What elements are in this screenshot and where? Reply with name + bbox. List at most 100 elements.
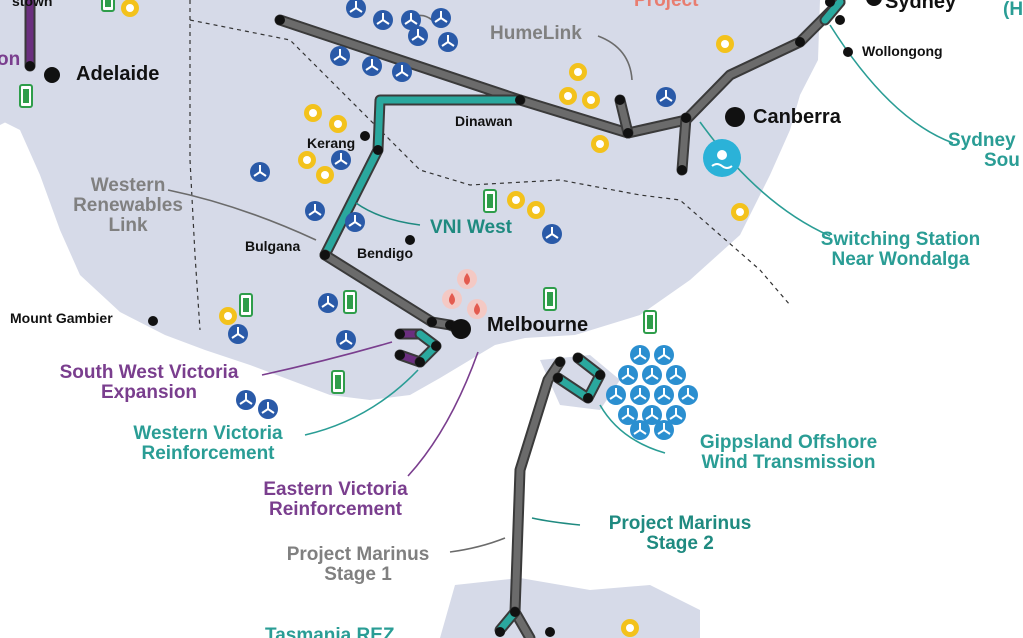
- leader-line: [597, 35, 633, 81]
- project-marinus-stage-2: Project Marinus Stage 2: [590, 514, 770, 554]
- offshore-wind-icon: [678, 385, 698, 405]
- offshore-wind-icon: [666, 365, 686, 385]
- vni-west-line: [321, 96, 524, 259]
- leader-line: [829, 24, 954, 144]
- gippsland-line: [554, 354, 604, 402]
- project-label-line: Sydney: [948, 130, 1016, 151]
- offshore-wind-icon: [618, 405, 638, 425]
- state-border: [189, 0, 201, 331]
- project-label-line: Stage 1: [324, 563, 392, 585]
- city-dot: [725, 107, 745, 127]
- project-gippsland-offshore-wind: Gippsland Offshore Wind Transmission: [676, 433, 901, 473]
- project-label-line: Western Victoria: [133, 423, 283, 444]
- wind-turbine-icon: [345, 212, 365, 232]
- wind-turbine-icon: [250, 162, 270, 182]
- generation-icons: [19, 0, 749, 637]
- leader-line: [531, 517, 581, 526]
- network-node: [835, 15, 845, 25]
- sydney-teal-line: [821, 0, 844, 24]
- wind-turbine-icon: [336, 330, 356, 350]
- solar-icon: [316, 166, 334, 184]
- project-label-line: South West Victoria: [59, 362, 239, 383]
- project-label-line: Switching Station: [820, 229, 981, 250]
- solar-icon: [731, 203, 749, 221]
- leader-line: [304, 369, 419, 436]
- wondalga-spur-line: [678, 114, 690, 174]
- tasmania-landmass: [440, 578, 700, 638]
- network-node: [681, 113, 691, 123]
- city-bulgana: Bulgana: [245, 238, 301, 254]
- wind-turbine-icon: [401, 10, 421, 30]
- battery-icon: [643, 310, 657, 334]
- offshore-wind-icon: [606, 385, 626, 405]
- battery-icon: [343, 290, 357, 314]
- city-fragment-top-left: stown: [12, 0, 53, 9]
- project-humelink: HumeLink: [490, 23, 582, 44]
- project-vni-west: VNI West: [430, 217, 513, 238]
- wind-turbine-icon: [330, 46, 350, 66]
- offshore-wind-icon: [654, 420, 674, 440]
- city-dot: [405, 235, 415, 245]
- wind-turbine-icon: [305, 201, 325, 221]
- wind-turbine-icon: [346, 0, 366, 18]
- city-dot: [44, 67, 60, 83]
- network-node: [553, 373, 563, 383]
- wind-turbine-icon: [431, 8, 451, 28]
- leader-line: [167, 189, 317, 241]
- project-marinus-stage-1: Project Marinus Stage 1: [268, 545, 448, 585]
- wind-turbine-icon: [228, 324, 248, 344]
- battery-icon: [543, 287, 557, 311]
- humelink-spur-line: [616, 96, 632, 137]
- hydro-icon: [703, 139, 741, 177]
- flame-icon: [457, 269, 477, 289]
- solar-icon: [591, 135, 609, 153]
- network-node: [431, 341, 441, 351]
- battery-icon: [331, 370, 345, 394]
- network-node: [320, 250, 330, 260]
- project-label-line: Reinforcement: [141, 442, 275, 464]
- wind-turbine-icon: [656, 87, 676, 107]
- city-dot: [148, 316, 158, 326]
- network-node: [583, 393, 593, 403]
- project-south-west-victoria: South West Victoria Expansion: [34, 363, 264, 403]
- city-mount-gambier: Mount Gambier: [10, 310, 113, 326]
- project-label-line: Project Marinus: [286, 544, 430, 565]
- solar-icon: [621, 619, 639, 637]
- city-bendigo: Bendigo: [357, 245, 413, 261]
- solar-icon: [298, 151, 316, 169]
- project-label-line: Eastern Victoria: [263, 479, 408, 500]
- marinus-stage1-line: [511, 358, 564, 638]
- battery-icon: [483, 189, 497, 213]
- project-label-line: Expansion: [100, 381, 198, 403]
- network-node: [795, 37, 805, 47]
- network-node: [595, 370, 605, 380]
- network-node: [573, 353, 583, 363]
- network-node: [623, 128, 633, 138]
- offshore-wind-icon: [642, 405, 662, 425]
- solar-icon: [507, 191, 525, 209]
- solar-icon: [559, 87, 577, 105]
- project-fragment-left: on: [0, 49, 21, 70]
- western-renewables-line: [321, 251, 436, 326]
- project-label-line: Sou: [984, 149, 1020, 171]
- wind-turbine-icon: [258, 399, 278, 419]
- city-dot: [360, 131, 370, 141]
- battery-icon: [239, 293, 253, 317]
- network-node: [825, 0, 835, 7]
- leader-line: [599, 404, 666, 454]
- project-tasmania-rez: Tasmania REZ: [265, 625, 395, 638]
- network-node: [275, 15, 285, 25]
- leader-line: [449, 537, 506, 553]
- city-canberra: Canberra: [753, 106, 841, 128]
- wind-turbine-icon: [542, 224, 562, 244]
- wind-turbine-icon: [318, 293, 338, 313]
- project-sydney-south: Sydney Sou: [948, 131, 1020, 171]
- battery-icon: [101, 0, 115, 12]
- wind-turbine-icon: [362, 56, 382, 76]
- project-western-victoria-reinforcement: Western Victoria Reinforcement: [112, 424, 304, 464]
- project-label-line: Wind Transmission: [701, 451, 876, 473]
- network-node: [615, 95, 625, 105]
- wind-turbine-icon: [392, 62, 412, 82]
- network-node: [427, 317, 437, 327]
